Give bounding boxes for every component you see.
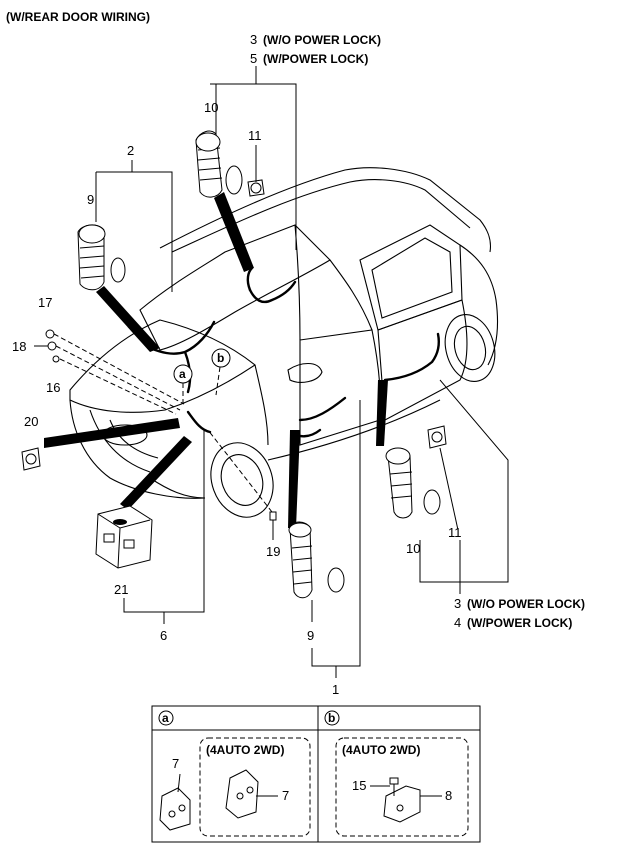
table-b-part-8: 8	[445, 788, 452, 803]
callout-9-bottom: 9	[307, 628, 314, 643]
callout-10-top: 10	[204, 100, 218, 115]
grommet-9-bottom	[288, 521, 345, 599]
table-a-variant-label: (4AUTO 2WD)	[206, 743, 284, 757]
clip-11-right	[427, 425, 447, 449]
table-header-b: b	[324, 710, 340, 726]
rear-door-harness	[383, 332, 440, 382]
table-header-a: a	[158, 710, 174, 726]
callout-6: 6	[160, 628, 167, 643]
marker-a: a	[173, 364, 193, 384]
bracket-7-variant: 7	[225, 769, 289, 819]
callout-20: 20	[24, 414, 38, 429]
leader-lines	[34, 66, 509, 678]
roof-harness	[246, 266, 297, 304]
pointer-wedge-9-left	[96, 286, 160, 352]
bolt-17	[45, 329, 55, 339]
grommet-10-top	[195, 130, 243, 198]
pointer-wedge-21	[120, 436, 192, 510]
callout-5-top: 5	[250, 51, 257, 66]
table-a-part-7: 7	[172, 756, 179, 771]
svg-text:a: a	[179, 367, 186, 381]
bracket-7-standard: 7	[159, 756, 191, 831]
dashboard-harness	[186, 410, 212, 434]
screw-19	[269, 511, 277, 521]
bolt-15: 15	[352, 777, 399, 796]
table-b-variant-label: (4AUTO 2WD)	[342, 743, 420, 757]
detail-table: a b 7 (4AUTO 2WD) 7 (4AUTO 2WD)	[151, 705, 481, 843]
svg-text:b: b	[328, 711, 335, 725]
pointer-wedge-10-right	[376, 380, 388, 446]
table-b-part-15: 15	[352, 778, 366, 793]
bolt-16	[52, 355, 60, 363]
callout-18: 18	[12, 339, 26, 354]
svg-text:a: a	[162, 711, 169, 725]
bracket-8: 8	[383, 785, 452, 823]
table-a-variant-part-7: 7	[282, 788, 289, 803]
callout-1: 1	[332, 682, 339, 697]
callout-21: 21	[114, 582, 128, 597]
marker-b: b	[211, 348, 231, 368]
grommet-10-right	[385, 447, 441, 519]
bolt-18	[47, 341, 57, 351]
pointer-wedge-10-top	[214, 192, 254, 272]
callout-2: 2	[127, 143, 134, 158]
clip-20	[21, 447, 41, 471]
car-body-outline	[69, 167, 499, 518]
svg-text:b: b	[217, 351, 224, 365]
callout-3-top: 3	[250, 32, 257, 47]
callout-4-bottom-note: (W/POWER LOCK)	[467, 616, 572, 630]
callout-9-left: 9	[87, 192, 94, 207]
pointer-wedge-20	[44, 418, 180, 448]
callout-5-top-note: (W/POWER LOCK)	[263, 52, 368, 66]
clip-11-top	[247, 179, 265, 197]
callout-10-right: 10	[406, 541, 420, 556]
callout-11-right: 11	[448, 525, 462, 540]
pointer-wedge-9-bottom	[288, 430, 300, 528]
page-title: (W/REAR DOOR WIRING)	[6, 10, 150, 24]
callout-16: 16	[46, 380, 60, 395]
callout-11-top: 11	[248, 128, 262, 143]
callout-labels: 3 (W/O POWER LOCK) 5 (W/POWER LOCK) 10 1…	[12, 32, 585, 697]
callout-3-top-note: (W/O POWER LOCK)	[263, 33, 381, 47]
junction-block-21	[95, 505, 153, 569]
callout-17: 17	[38, 295, 52, 310]
callout-3-bottom: 3	[454, 596, 461, 611]
callout-3-bottom-note: (W/O POWER LOCK)	[467, 597, 585, 611]
callout-4-bottom: 4	[454, 615, 461, 630]
grommet-9-left	[77, 224, 126, 291]
callout-19: 19	[266, 544, 280, 559]
